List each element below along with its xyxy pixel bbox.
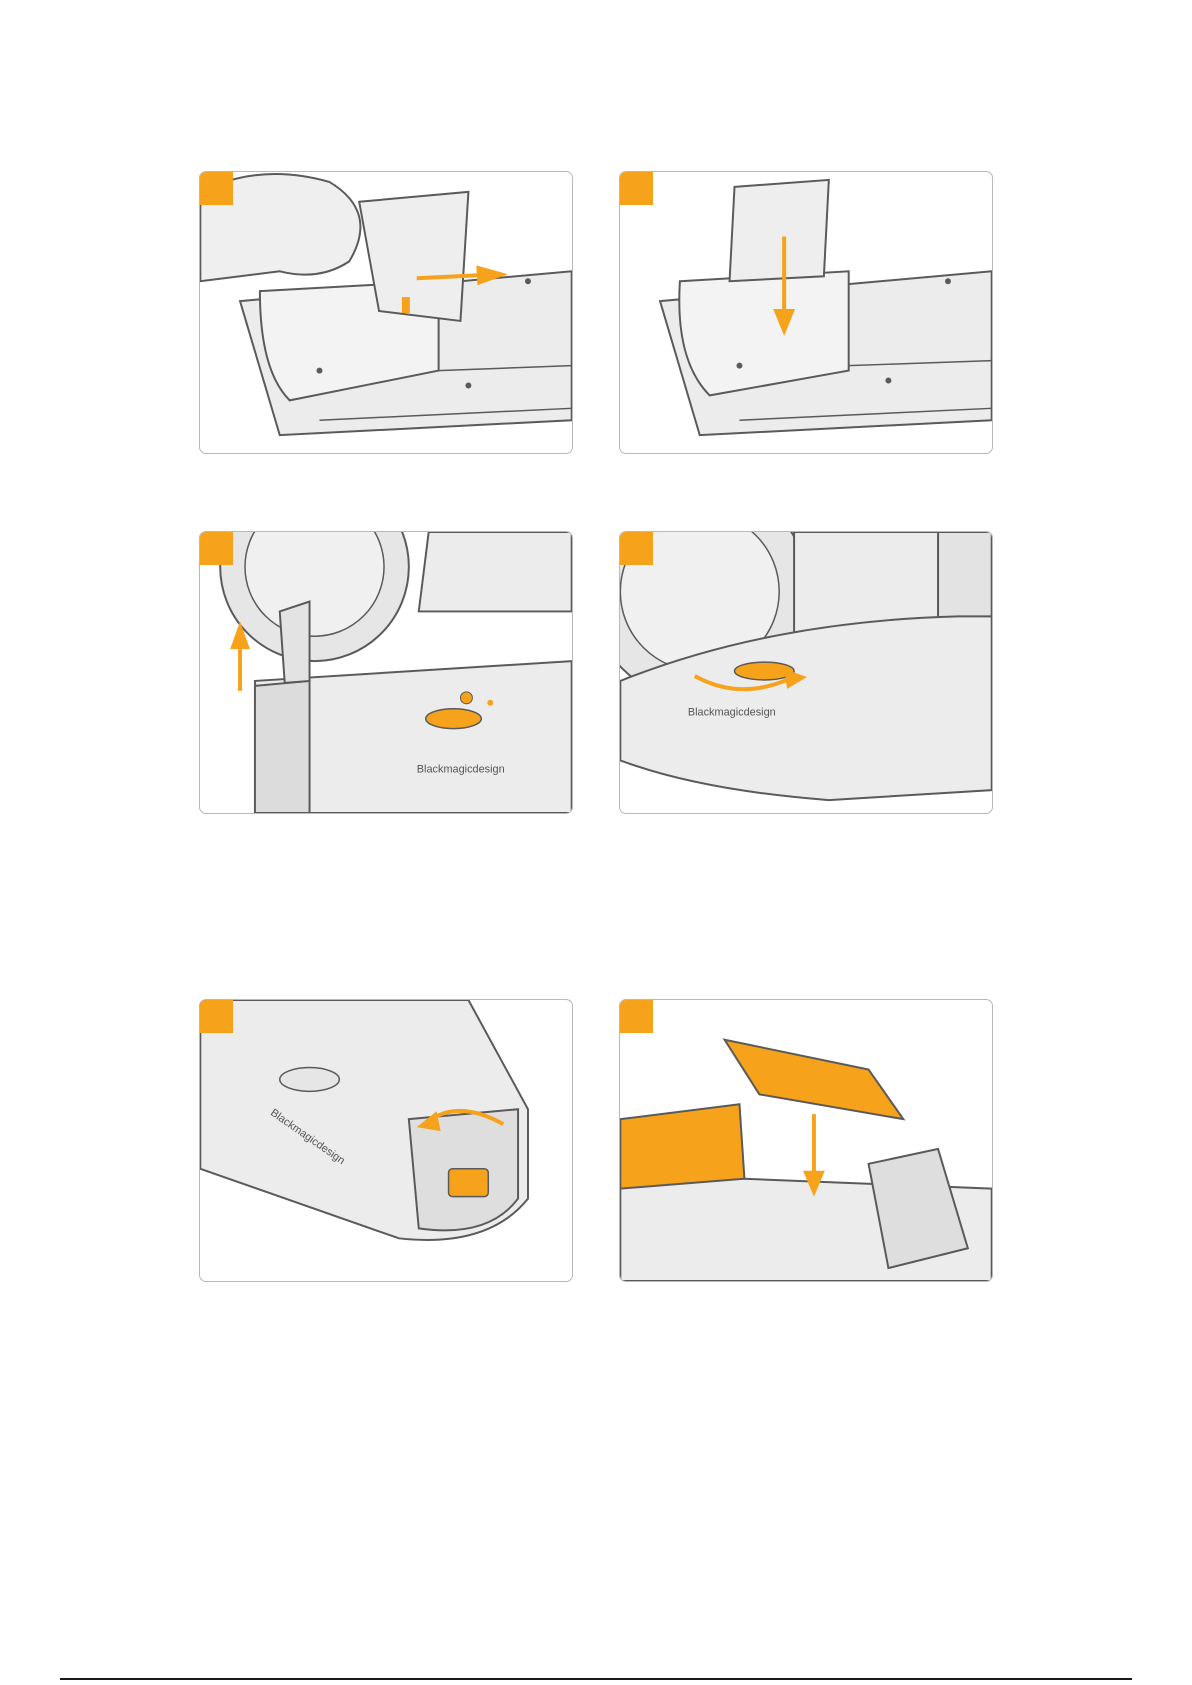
step-badge <box>200 532 233 565</box>
step-badge <box>620 172 653 205</box>
illustration-turn-wheel: Blackmagicdesign <box>620 532 992 813</box>
step-badge <box>620 532 653 565</box>
panel-open-battery-door: Blackmagicdesign <box>199 999 573 1282</box>
panel-turn-wheel: Blackmagicdesign <box>619 531 993 814</box>
panel-replace-door <box>619 171 993 454</box>
step-badge <box>620 1000 653 1033</box>
illustration-remove-door <box>200 172 572 453</box>
illustration-insert-batteries <box>620 1000 992 1281</box>
panel-remove-door <box>199 171 573 454</box>
brand-label: Blackmagicdesign <box>417 763 505 775</box>
step-badge <box>200 172 233 205</box>
illustration-lift-camera: Blackmagicdesign <box>200 532 572 813</box>
illustration-open-battery-door: Blackmagicdesign <box>200 1000 572 1281</box>
brand-label: Blackmagicdesign <box>688 707 776 719</box>
footer-rule <box>60 1678 1132 1680</box>
panel-lift-camera: Blackmagicdesign <box>199 531 573 814</box>
panel-insert-batteries <box>619 999 993 1282</box>
illustration-replace-door <box>620 172 992 453</box>
step-badge <box>200 1000 233 1033</box>
